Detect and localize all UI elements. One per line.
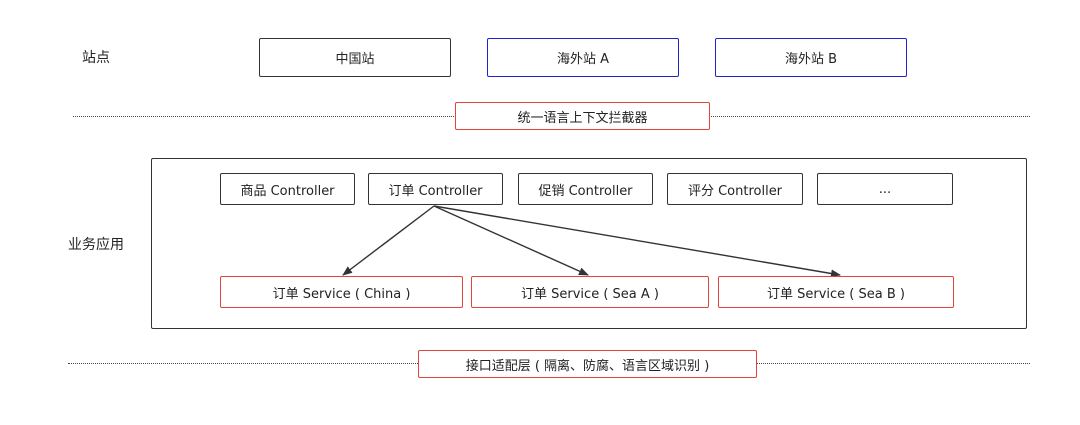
promotion-controller-box: 促销 Controller [518, 173, 653, 205]
arrow-to-service-china [342, 205, 435, 276]
interceptor-box: 统一语言上下文拦截器 [455, 102, 710, 130]
adapter-layer-box: 接口适配层 ( 隔离、防腐、语言区域识别 ) [418, 350, 757, 378]
order-service-china-box: 订单 Service ( China ) [220, 276, 463, 308]
product-controller-box: 商品 Controller [220, 173, 355, 205]
site-china-box: 中国站 [259, 38, 451, 77]
business-app-container [151, 158, 1027, 329]
more-controller-box: ... [817, 173, 953, 205]
order-controller-box: 订单 Controller [368, 173, 503, 205]
arrow-to-service-sea-a [433, 205, 589, 276]
order-service-sea-a-box: 订单 Service ( Sea A ) [471, 276, 709, 308]
business-row-label: 业务应用 [68, 237, 124, 253]
site-sea-b-box: 海外站 B [715, 38, 907, 77]
site-sea-a-box: 海外站 A [487, 38, 679, 77]
sites-row-label: 站点 [82, 50, 110, 66]
order-service-sea-b-box: 订单 Service ( Sea B ) [718, 276, 954, 308]
rating-controller-box: 评分 Controller [667, 173, 803, 205]
arrow-to-service-sea-b [433, 205, 841, 278]
